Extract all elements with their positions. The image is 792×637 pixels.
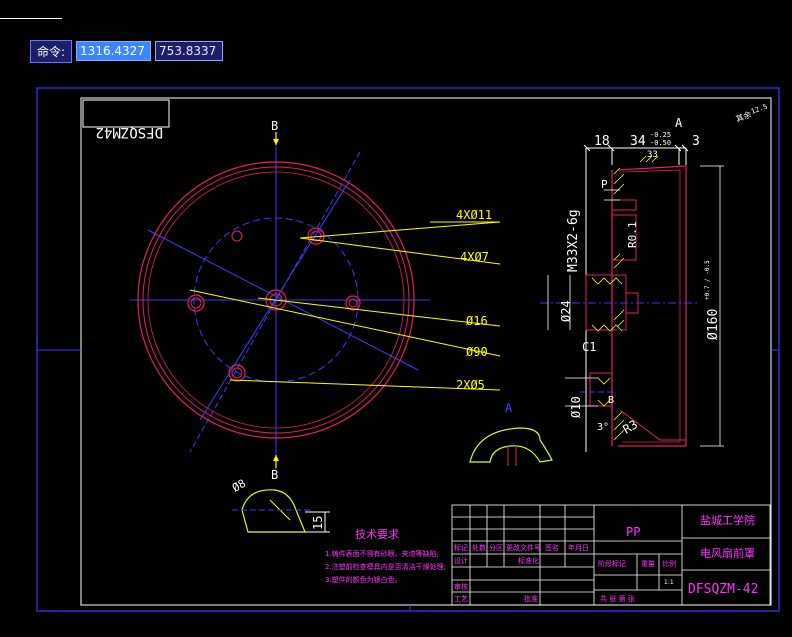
callout-16: Ø16 xyxy=(466,314,488,328)
dim-15: 15 xyxy=(311,516,325,530)
tech-line-1: 1.铸件表面不得有砂眼、夹渣等缺陷; xyxy=(325,549,439,558)
title-grid-head-1: 标记 xyxy=(454,543,468,552)
title-grid-head-5: 签名 xyxy=(545,543,559,552)
code-box xyxy=(82,99,170,128)
detail-b-shape xyxy=(232,489,330,533)
title-scale: 比例 xyxy=(662,559,676,568)
r3-label: R3 xyxy=(621,417,641,436)
coordinate-x-field[interactable]: 1316.4327 xyxy=(76,41,152,61)
command-label: 命令: xyxy=(30,39,73,63)
dim-34-tol-lower: -0.50 xyxy=(650,139,671,147)
section-a-shape xyxy=(469,427,553,466)
front-view xyxy=(130,132,430,470)
mark-a-detail: A xyxy=(675,116,683,130)
thread-label: M33X2-6g xyxy=(566,209,581,272)
title-grid-head-3: 分区 xyxy=(489,543,503,552)
p-label: P xyxy=(601,178,608,191)
title-check: 审核 xyxy=(454,582,468,591)
c1-label: C1 xyxy=(582,340,596,354)
tech-line-2: 2.注塑前检查模具内是否清洁干燥处理; xyxy=(325,562,446,571)
coordinate-y-field[interactable]: 753.8337 xyxy=(155,41,224,61)
callout-2x5: 2XØ5 xyxy=(456,378,485,392)
outer-frame xyxy=(36,87,780,612)
section-view xyxy=(540,144,700,452)
b-mark-detail: B xyxy=(608,395,614,406)
dim-34-tol-upper: -0.25 xyxy=(650,131,671,139)
dim-3: 3 xyxy=(692,134,700,149)
section-dimensions xyxy=(547,165,724,447)
section-hatching xyxy=(591,155,659,441)
d8-label: Ø8 xyxy=(230,477,248,495)
title-standardize: 标准化 xyxy=(518,556,539,565)
d10-label: Ø10 xyxy=(569,396,583,418)
deg-label: 3° xyxy=(597,422,609,433)
leader-lines xyxy=(189,221,501,391)
d24-label: Ø24 xyxy=(559,300,573,322)
command-bar: 命令: 1316.4327 753.8337 xyxy=(30,39,224,63)
title-grid-head-4: 更改文件号 xyxy=(506,543,541,552)
title-design: 设计 xyxy=(454,556,468,565)
section-mark-b-top: B xyxy=(271,119,278,133)
top-edge-line xyxy=(0,18,62,19)
roughness-value: 12.5 xyxy=(750,103,769,116)
dim-34: 34 xyxy=(630,134,646,149)
title-school: 盐城工学院 xyxy=(700,513,755,527)
callout-90: Ø90 xyxy=(466,345,488,359)
callout-4x11: 4XØ11 xyxy=(456,208,492,222)
dim-33: 33 xyxy=(647,150,658,160)
title-drawing-no: DFSQZM-42 xyxy=(688,582,758,597)
tech-line-3: 3.塑件的颜色为银白色。 xyxy=(325,575,402,584)
section-a-label: A xyxy=(505,401,513,415)
title-approve: 批准 xyxy=(524,594,538,603)
dim-18: 18 xyxy=(594,134,610,149)
r01-label: R0.1 xyxy=(626,222,639,249)
section-mark-b-bottom: B xyxy=(271,468,278,482)
d160-label: Ø160 xyxy=(706,309,721,340)
title-sheets: 共 张 第 张 xyxy=(600,594,635,603)
title-stage: 阶段标记 xyxy=(598,559,626,568)
d160-tol: +0.7 / -0.5 xyxy=(704,260,711,300)
inner-frame xyxy=(80,97,772,606)
code-text: DFSQZM42 xyxy=(96,124,163,140)
title-grid-head-2: 处数 xyxy=(472,543,486,552)
title-material: PP xyxy=(626,525,640,539)
tech-title: 技术要求 xyxy=(355,528,399,541)
callout-4x7: 4XØ7 xyxy=(460,250,489,264)
title-part-name: 电风扇前罩 xyxy=(700,546,755,560)
title-process: 工艺 xyxy=(454,595,468,603)
title-grid-head-6: 年月日 xyxy=(568,543,589,552)
title-block-grid xyxy=(451,504,771,606)
title-weight: 重量 xyxy=(641,560,655,568)
title-scale-value: 1:1 xyxy=(664,579,674,586)
